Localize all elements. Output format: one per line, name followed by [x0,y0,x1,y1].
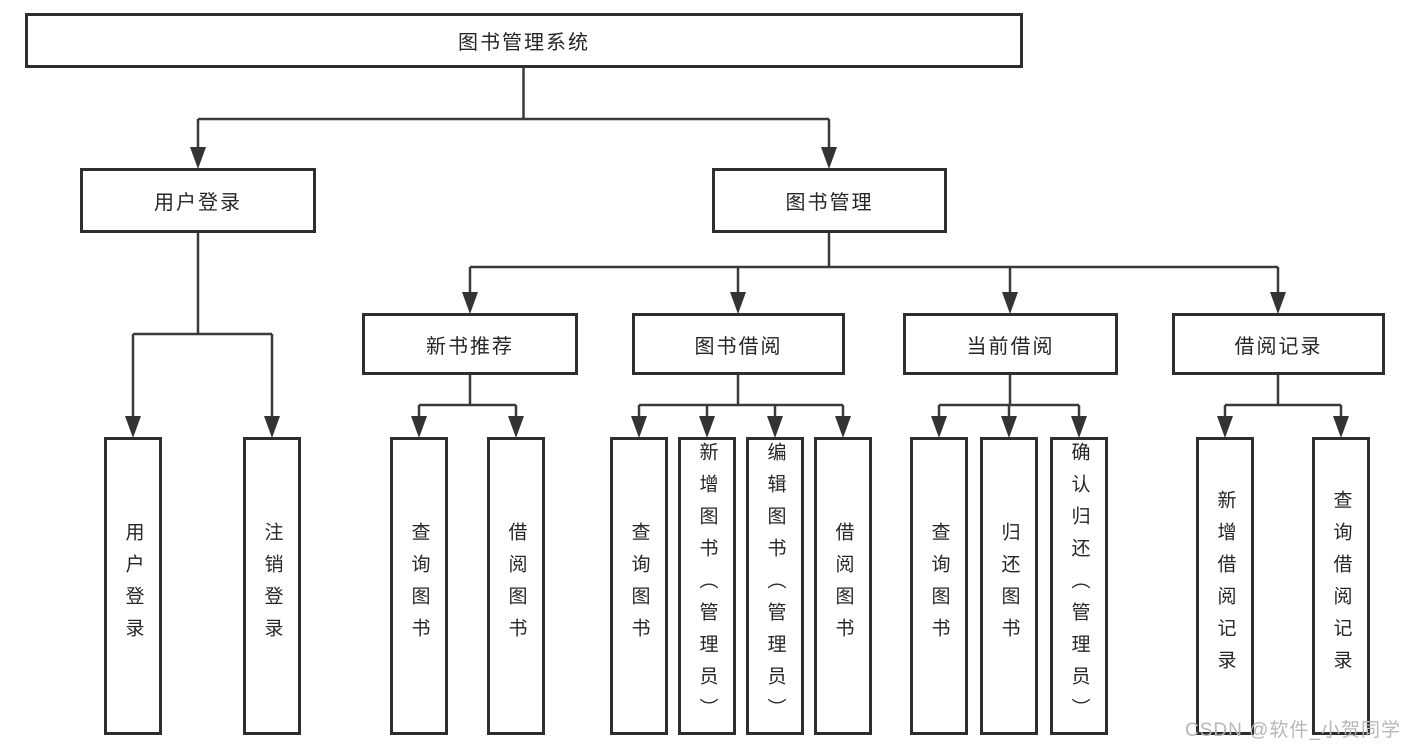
node-root-library-system: 图书管理系统 [25,13,1023,68]
leaf-add-books-admin: 新增图书（管理员） [678,437,736,735]
node-user-login: 用户登录 [80,168,316,233]
leaf-user-login: 用户登录 [104,437,162,735]
leaf-query-books-current: 查询图书 [910,437,968,735]
leaf-logout: 注销登录 [243,437,301,735]
node-current-borrowing: 当前借阅 [903,313,1118,375]
leaf-return-books: 归还图书 [980,437,1038,735]
csdn-watermark: CSDN @软件_小贺同学 [1185,720,1401,741]
leaf-query-borrow-record: 查询借阅记录 [1312,437,1370,735]
node-borrowing-records: 借阅记录 [1172,313,1385,375]
leaf-confirm-return-admin: 确认归还（管理员） [1050,437,1108,735]
leaf-query-books-recommend: 查询图书 [390,437,448,735]
leaf-borrow-books: 借阅图书 [814,437,872,735]
node-book-management: 图书管理 [712,168,947,233]
leaf-query-books-borrowing: 查询图书 [610,437,668,735]
leaf-edit-books-admin: 编辑图书（管理员） [746,437,804,735]
leaf-add-borrow-record: 新增借阅记录 [1196,437,1254,735]
node-book-borrowing: 图书借阅 [632,313,845,375]
leaf-borrow-books-recommend: 借阅图书 [487,437,545,735]
node-new-book-recommend: 新书推荐 [362,313,578,375]
